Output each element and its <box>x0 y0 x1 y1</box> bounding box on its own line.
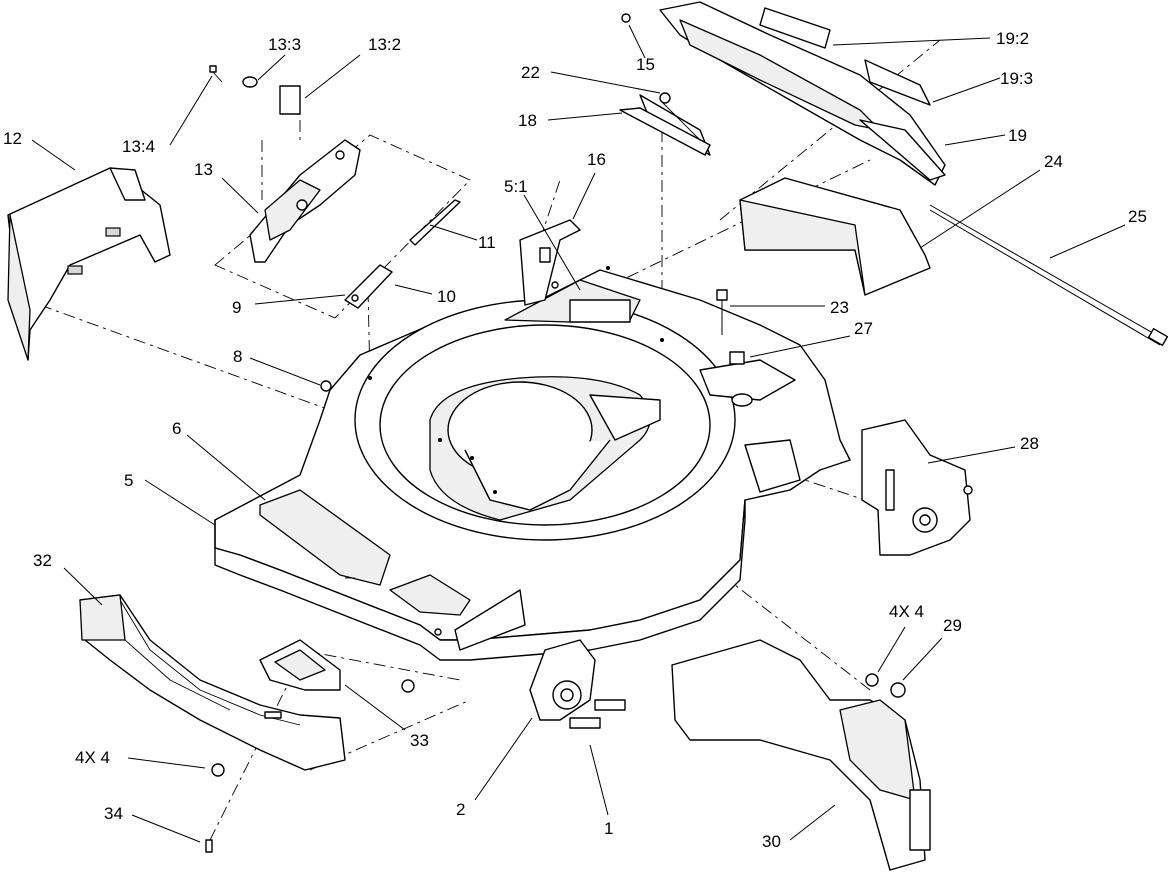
callout-13-2: 13:2 <box>368 35 401 54</box>
callout-13: 13 <box>194 160 213 179</box>
callout-27: 27 <box>854 319 873 338</box>
callout-9: 9 <box>232 298 241 317</box>
callout-5: 5 <box>124 471 133 490</box>
side-discharge-chute <box>205 639 931 871</box>
discharge-chute <box>739 177 1169 347</box>
callout-13-4: 13:4 <box>122 137 155 156</box>
callout-22: 22 <box>521 63 540 82</box>
callout-32: 32 <box>33 551 52 570</box>
callout-23: 23 <box>830 298 849 317</box>
wheel-bracket-front <box>529 639 626 729</box>
rear-door <box>7 167 171 361</box>
callout-30: 30 <box>762 832 781 851</box>
callout-4x4-right: 4X 4 <box>889 602 924 621</box>
callout-33: 33 <box>410 731 429 750</box>
callout-24: 24 <box>1044 152 1063 171</box>
small-hardware <box>320 107 711 392</box>
callout-11: 11 <box>478 233 496 252</box>
callout-28: 28 <box>1020 434 1039 453</box>
callout-4x4-left: 4X 4 <box>75 748 110 767</box>
callout-15: 15 <box>636 55 655 74</box>
callout-2: 2 <box>456 800 465 819</box>
callout-13-3: 13:3 <box>268 35 301 54</box>
callout-1: 1 <box>604 819 613 838</box>
callout-34: 34 <box>104 804 123 823</box>
left-bracket <box>519 219 581 306</box>
callout-25: 25 <box>1128 207 1147 226</box>
cutter-insert <box>259 639 415 693</box>
callout-8: 8 <box>233 347 242 366</box>
callout-labels: 12 13:4 13:3 13:2 13 11 9 10 8 6 5 5:1 1… <box>3 29 1147 851</box>
callout-18: 18 <box>518 111 537 130</box>
rear-cover <box>621 1 946 186</box>
callout-29: 29 <box>943 616 962 635</box>
callout-19-3: 19:3 <box>1000 69 1033 88</box>
front-baffle <box>79 594 346 771</box>
leader-lines <box>31 24 1126 843</box>
callout-16: 16 <box>587 150 606 169</box>
callout-10: 10 <box>437 287 456 306</box>
handle-latch <box>209 65 461 309</box>
callout-12: 12 <box>3 129 22 148</box>
callout-6: 6 <box>172 419 181 438</box>
callout-5-1: 5:1 <box>504 177 528 196</box>
bolt-and-knob <box>716 289 753 407</box>
mower-deck <box>214 266 851 661</box>
wheel-bracket-right <box>861 419 973 556</box>
callout-19-2: 19:2 <box>996 29 1029 48</box>
callout-19: 19 <box>1008 126 1027 145</box>
